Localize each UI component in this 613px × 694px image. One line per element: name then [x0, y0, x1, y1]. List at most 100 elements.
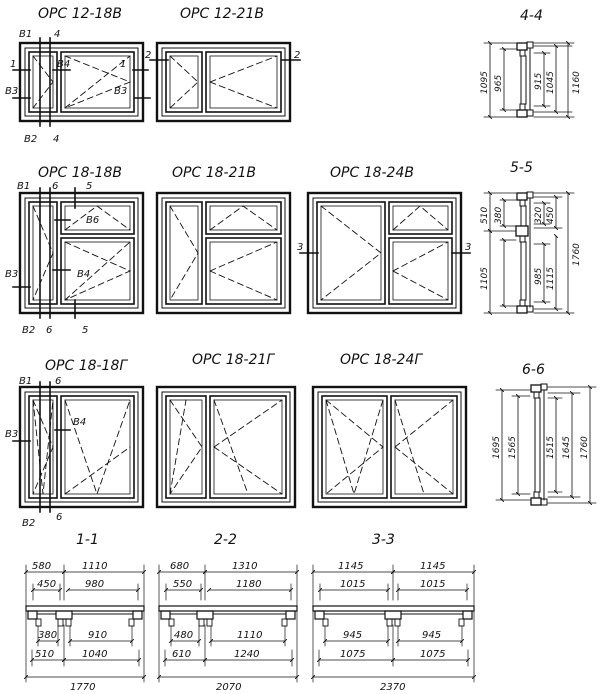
title-orc-18-24v: ОРС 18-24В [330, 165, 414, 181]
mark-5: 5 [82, 325, 88, 336]
dim-6-6-a: 1695 [492, 436, 502, 459]
dim-2-2-top2: 1310 [232, 561, 257, 572]
window-orc-12-18v [12, 37, 151, 127]
dim-3-3-mid2: 1015 [420, 579, 445, 590]
dim-2-2-bot2: 1240 [234, 649, 259, 660]
window-orc-18-24v [299, 191, 471, 315]
dim-2-2-low1: 480 [174, 630, 193, 641]
dim-3-3-low1: 945 [343, 630, 362, 641]
dim-5-5-h: 1760 [572, 243, 582, 266]
title-section-2-2: 2-2 [214, 532, 237, 548]
dim-4-4-a: 1095 [480, 71, 490, 94]
mark-1: 1 [10, 59, 16, 70]
mark-b2: В2 [22, 325, 35, 336]
dim-4-4-b: 965 [494, 75, 504, 92]
dim-2-2-mid1: 550 [173, 579, 192, 590]
title-orc-18-21g: ОРС 18-21Г [192, 352, 275, 368]
dim-3-3-total: 2370 [380, 682, 405, 693]
dim-2-2-low2: 1110 [237, 630, 262, 641]
mark-b3: В3 [114, 86, 127, 97]
section-2-2 [159, 564, 297, 683]
mark-3: 3 [465, 242, 471, 253]
dim-6-6-d: 1645 [562, 436, 572, 459]
window-orc-12-21v [149, 41, 301, 123]
dim-4-4-d: 1045 [546, 71, 556, 94]
dim-3-3-bot2: 1075 [420, 649, 445, 660]
section-6-6 [495, 383, 597, 506]
dim-5-5-b: 380 [494, 207, 504, 224]
mark-4: 4 [54, 29, 60, 40]
window-orc-18-18v [12, 187, 145, 319]
mark-6: 6 [55, 376, 61, 387]
dim-2-2-top1: 680 [170, 561, 189, 572]
title-orc-12-21v: ОРС 12-21В [180, 6, 264, 22]
dim-3-3-low2: 945 [422, 630, 441, 641]
mark-b4: В4 [57, 59, 70, 70]
dim-2-2-mid2: 1180 [236, 579, 261, 590]
dim-3-3-top1: 1145 [338, 561, 363, 572]
mark-b2: В2 [22, 518, 35, 529]
dim-5-5-f: 985 [534, 268, 544, 285]
dim-5-5-a: 510 [480, 207, 490, 224]
mark-6: 6 [52, 181, 58, 192]
dim-6-6-c: 1515 [546, 436, 556, 459]
dim-6-6-b: 1565 [508, 436, 518, 459]
window-orc-18-18g [12, 381, 145, 513]
section-3-3 [313, 564, 474, 683]
mark-b1: В1 [17, 181, 30, 192]
dim-1-1-low2: 910 [88, 630, 107, 641]
dim-3-3-top2: 1145 [420, 561, 445, 572]
title-orc-18-18v: ОРС 18-18В [38, 165, 122, 181]
window-orc-18-24g [311, 385, 468, 509]
mark-6: 6 [46, 325, 52, 336]
dim-3-3-bot1: 1075 [340, 649, 365, 660]
dim-2-2-total: 2070 [216, 682, 241, 693]
title-orc-18-21v: ОРС 18-21В [172, 165, 256, 181]
dim-1-1-bot1: 510 [35, 649, 54, 660]
dim-5-5-e: 1105 [480, 267, 490, 290]
window-orc-18-21g [155, 385, 297, 509]
title-section-3-3: 3-3 [372, 532, 395, 548]
mark-5: 5 [86, 181, 92, 192]
dim-1-1-top1: 580 [32, 561, 51, 572]
dim-4-4-c: 915 [534, 73, 544, 90]
mark-b6: В6 [86, 215, 99, 226]
dim-5-5-d: 450 [546, 207, 556, 224]
dim-1-1-mid2: 980 [85, 579, 104, 590]
section-4-4 [483, 42, 575, 117]
title-orc-18-24g: ОРС 18-24Г [340, 352, 423, 368]
dim-5-5-c: 320 [534, 207, 544, 224]
mark-b3: В3 [5, 429, 18, 440]
mark-b4: В4 [73, 417, 86, 428]
title-section-6-6: 6-6 [522, 362, 545, 378]
dim-4-4-e: 1160 [572, 71, 582, 94]
dim-1-1-bot2: 1040 [82, 649, 107, 660]
dim-2-2-bot1: 610 [172, 649, 191, 660]
title-section-1-1: 1-1 [76, 532, 99, 548]
mark-4: 4 [53, 134, 59, 145]
dim-6-6-e: 1760 [580, 436, 590, 459]
title-orc-12-18v: ОРС 12-18В [38, 6, 122, 22]
mark-1: 1 [120, 59, 126, 70]
title-section-5-5: 5-5 [510, 160, 533, 176]
section-1-1 [26, 564, 144, 683]
dim-1-1-total: 1770 [70, 682, 95, 693]
section-5-5 [483, 192, 575, 313]
dim-1-1-top2: 1110 [82, 561, 107, 572]
dim-5-5-g: 1115 [546, 267, 556, 290]
title-orc-18-18g: ОРС 18-18Г [45, 358, 128, 374]
mark-2: 2 [294, 50, 300, 61]
title-section-4-4: 4-4 [520, 8, 543, 24]
dim-1-1-mid1: 450 [37, 579, 56, 590]
mark-b1: В1 [19, 29, 32, 40]
window-orc-18-21v [155, 191, 292, 315]
mark-b3: В3 [5, 269, 18, 280]
mark-3: 3 [297, 242, 303, 253]
mark-b1: В1 [19, 376, 32, 387]
mark-6: 6 [56, 512, 62, 523]
mark-2: 2 [145, 50, 151, 61]
dim-1-1-low1: 380 [38, 630, 57, 641]
mark-b4: В4 [77, 269, 90, 280]
mark-b2: В2 [24, 134, 37, 145]
dim-3-3-mid1: 1015 [340, 579, 365, 590]
